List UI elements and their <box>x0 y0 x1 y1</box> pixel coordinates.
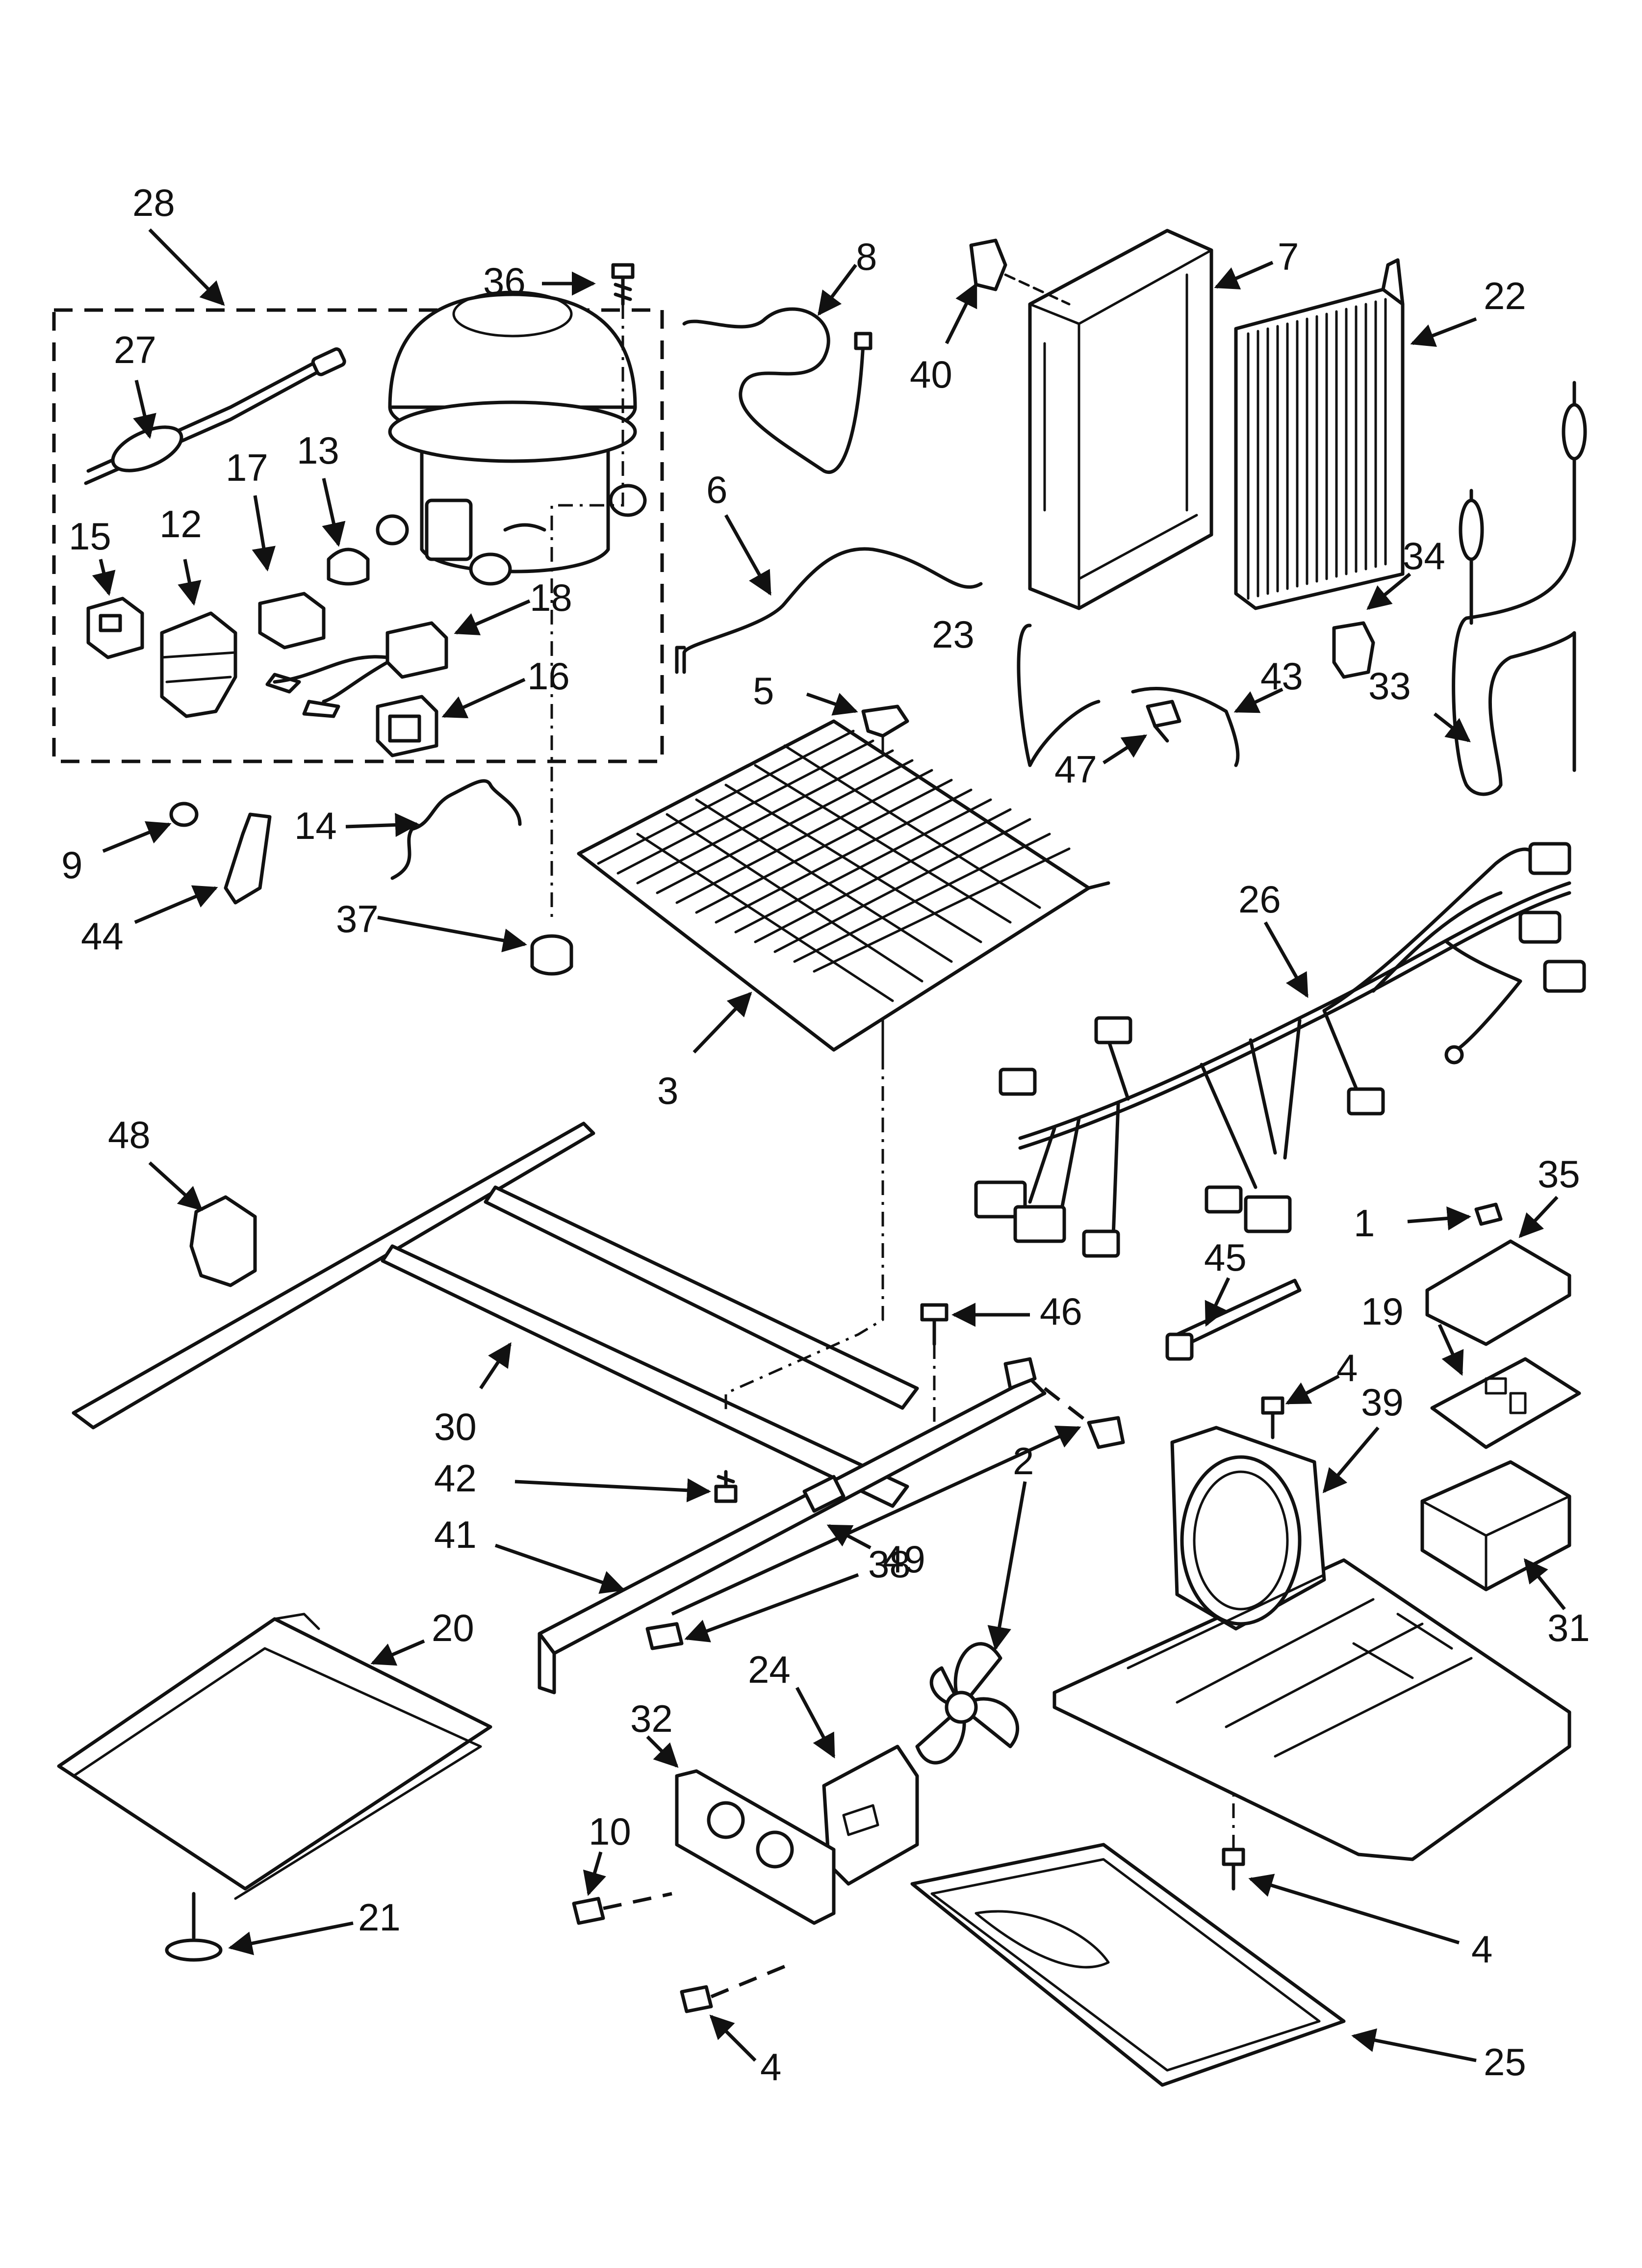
compressor-kit-boundary <box>52 308 664 763</box>
part-4-screw-upper <box>1261 1374 1340 1439</box>
part-39-base-pan <box>1052 1426 1571 1861</box>
part-25-drain-pan <box>910 1843 1477 2087</box>
label-48: 48 <box>108 1113 151 1156</box>
part-48-clip <box>148 1161 257 1287</box>
label-9: 9 <box>61 843 82 886</box>
part-33-tube <box>1433 381 1587 796</box>
label-21: 21 <box>358 1896 401 1939</box>
part-4-screw-lower <box>680 1960 795 2062</box>
part-19-control-board <box>1430 1324 1581 1449</box>
label-31: 31 <box>1547 1606 1590 1649</box>
part-31-box <box>1420 1460 1571 1611</box>
label-10: 10 <box>589 1810 631 1853</box>
label-35: 35 <box>1538 1152 1580 1196</box>
label-27: 27 <box>114 328 156 371</box>
part-4-screw-base <box>1222 1796 1460 1945</box>
evaporator-fins <box>1247 298 1387 600</box>
label-4-upper: 4 <box>1336 1346 1358 1389</box>
label-41: 41 <box>434 1513 477 1556</box>
part-45-cable-tie <box>1165 1277 1302 1361</box>
label-30: 30 <box>434 1405 477 1448</box>
part-49-grommet <box>802 1475 872 1550</box>
part-15-terminal <box>86 559 144 659</box>
part-42-screw <box>514 1470 738 1503</box>
label-40: 40 <box>910 353 952 396</box>
label-38: 38 <box>868 1542 911 1586</box>
part-26-wire-harness <box>974 842 1586 1258</box>
label-45: 45 <box>1204 1236 1247 1279</box>
label-33: 33 <box>1368 664 1411 707</box>
part-12-relay <box>160 559 237 718</box>
part-8-tube <box>682 263 872 474</box>
part-44-tube <box>134 812 272 924</box>
label-6: 6 <box>706 468 727 511</box>
label-14: 14 <box>294 804 337 847</box>
label-26: 26 <box>1238 878 1281 921</box>
part-41-rail <box>494 1357 1125 1694</box>
part-32-bracket <box>646 1735 836 1925</box>
compressor <box>376 290 647 586</box>
part-17-cover <box>252 495 326 650</box>
part-34-clip <box>1332 573 1411 679</box>
part-36-screw <box>542 263 635 922</box>
part-38-screw <box>645 1573 859 1650</box>
label-28: 28 <box>132 181 175 224</box>
part-6-tube <box>675 514 983 674</box>
label-2: 2 <box>1013 1439 1034 1483</box>
label-7: 7 <box>1278 235 1299 278</box>
part-21-foot <box>165 1892 354 1962</box>
part-13-clip <box>322 478 370 586</box>
label-43: 43 <box>1260 654 1303 698</box>
label-3: 3 <box>657 1069 678 1112</box>
part-3-condenser <box>577 719 1110 1054</box>
part-20-plate <box>57 1613 492 1900</box>
part-37-grommet <box>377 915 573 976</box>
label-16: 16 <box>527 654 570 698</box>
label-25: 25 <box>1484 2040 1526 2084</box>
label-37: 37 <box>336 897 379 940</box>
label-4-lower: 4 <box>760 2045 781 2088</box>
label-18: 18 <box>530 576 572 619</box>
label-13: 13 <box>297 429 339 472</box>
label-34: 34 <box>1403 534 1445 577</box>
label-39: 39 <box>1361 1381 1404 1424</box>
label-8: 8 <box>856 235 877 278</box>
label-22: 22 <box>1484 274 1526 317</box>
part-22-evaporator <box>1234 258 1477 610</box>
label-47: 47 <box>1054 748 1097 791</box>
label-12: 12 <box>159 502 202 546</box>
part-35-cover <box>1425 1196 1571 1346</box>
part-43-bracket <box>1017 624 1283 767</box>
label-24: 24 <box>748 1648 791 1691</box>
part-1-clip <box>1407 1202 1503 1230</box>
label-4-base: 4 <box>1471 1928 1492 1971</box>
label-23: 23 <box>932 613 975 656</box>
label-32: 32 <box>630 1697 673 1740</box>
label-15: 15 <box>69 515 111 558</box>
part-2-fan-blade <box>915 1481 1027 1765</box>
part-9-cap <box>102 802 199 853</box>
label-46: 46 <box>1040 1290 1082 1333</box>
label-20: 20 <box>432 1606 474 1649</box>
label-1: 1 <box>1354 1201 1375 1245</box>
label-36: 36 <box>483 260 526 303</box>
part-7-evaporator-cover <box>945 229 1274 610</box>
condenser-wires <box>597 730 1071 1002</box>
part-16-capacitor <box>376 678 526 757</box>
part-14-wire <box>345 779 522 880</box>
label-19: 19 <box>1361 1290 1404 1333</box>
part-30-frame <box>72 1055 919 1508</box>
callout-labels: 28 36 8 7 40 22 27 17 13 15 12 18 16 6 2… <box>61 181 1590 2088</box>
label-49: 49 <box>883 1538 925 1581</box>
label-5: 5 <box>753 669 774 712</box>
label-42: 42 <box>434 1457 477 1500</box>
part-18-harness <box>265 599 531 718</box>
label-44: 44 <box>81 914 124 958</box>
filter-drier <box>84 347 346 485</box>
part-10-screw <box>572 1851 672 1925</box>
leader-28 <box>148 228 225 306</box>
compressor-kit-group <box>52 228 664 763</box>
label-17: 17 <box>226 446 268 489</box>
